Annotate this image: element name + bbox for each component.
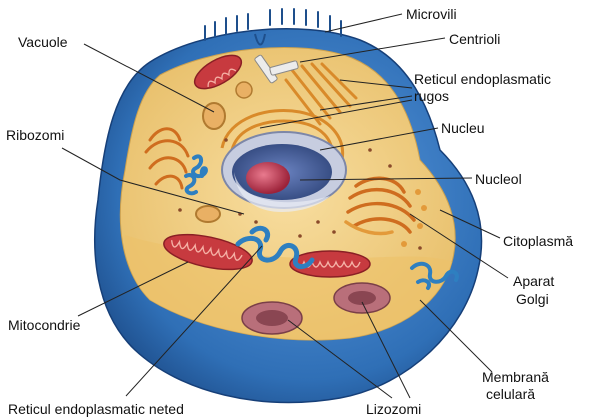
label-membrana-line2: celulară: [486, 386, 535, 402]
label-mitocondrie: Mitocondrie: [8, 317, 81, 333]
lysosome-left: [241, 301, 303, 335]
membrane-invagination: [254, 33, 266, 46]
label-centrioli: Centrioli: [449, 31, 500, 47]
nucleolus: [246, 162, 290, 194]
golgi-vesicles: [401, 189, 427, 247]
label-membrana-line1: Membrană: [482, 369, 549, 385]
label-citoplasma: Citoplasmă: [503, 233, 573, 249]
smooth-er-right: [410, 261, 459, 290]
vacuole-small-2: [235, 81, 253, 99]
label-golgi-line1: Aparat: [513, 273, 554, 289]
mitochondrion-cut-left: [163, 233, 253, 271]
mitochondrion-cut-right: [289, 250, 371, 278]
label-rer-line1: Reticul endoplasmatic: [414, 71, 551, 87]
leader-lines: [61, 13, 509, 399]
golgi-apparatus: [344, 176, 416, 236]
vacuole-small: [195, 205, 221, 223]
mitochondrion-top: [193, 54, 243, 90]
lysosome-right: [333, 282, 391, 314]
label-ser: Reticul endoplasmatic neted: [8, 401, 184, 417]
label-nucleol: Nucleol: [475, 171, 522, 187]
vacuole: [202, 102, 226, 130]
label-vacuole: Vacuole: [18, 34, 68, 50]
centrioles: [254, 54, 299, 84]
smooth-er-center: [235, 225, 315, 269]
rough-er-top: [284, 62, 358, 126]
nucleus-er-wrap: [220, 109, 345, 161]
label-nucleu: Nucleu: [441, 120, 485, 136]
microvilli: [204, 8, 342, 41]
rough-er-left: [144, 127, 190, 190]
label-golgi-line2: Golgi: [516, 291, 549, 307]
label-microvili: Microvili: [406, 6, 457, 22]
label-lizozomi: Lizozomi: [366, 401, 421, 417]
label-rer-line2: rugos: [414, 88, 449, 104]
label-ribozomi: Ribozomi: [6, 127, 64, 143]
smooth-er-left: [184, 154, 208, 196]
